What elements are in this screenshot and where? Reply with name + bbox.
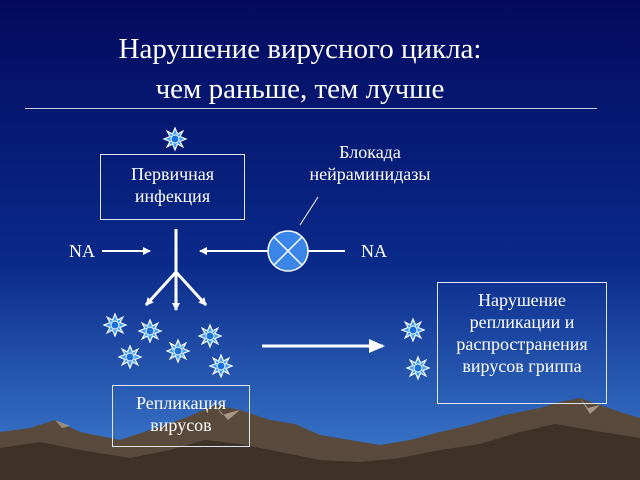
virus-icon: [103, 313, 127, 337]
replication-box: Репликация вирусов: [112, 385, 250, 447]
disruption-line-2: репликации и: [469, 312, 575, 332]
virus-icon: [209, 354, 233, 378]
virus-cluster: [103, 313, 233, 378]
title-line-1: Нарушение вирусного цикла:: [118, 33, 482, 65]
blockade-line-1: Блокада: [339, 142, 401, 162]
virus-icon: [163, 127, 187, 151]
virus-icon: [166, 339, 190, 363]
blockade-pointer: [299, 196, 319, 226]
title-line-2: чем раньше, тем лучше: [155, 73, 445, 105]
disruption-box: Нарушение репликации и распространения в…: [437, 282, 607, 404]
blockade-label: Блокада нейраминидазы: [290, 141, 450, 185]
title-divider: [25, 108, 597, 109]
virus-icon: [138, 319, 162, 343]
primary-infection-box: Первичная инфекция: [100, 154, 245, 220]
primary-infection-line-1: Первичная: [130, 164, 215, 184]
blockade-line-2: нейраминидазы: [309, 164, 431, 184]
replication-line-2: вирусов: [150, 415, 212, 435]
disruption-line-1: Нарушение: [478, 290, 566, 310]
replication-line-1: Репликация: [135, 393, 227, 413]
disruption-line-4: вирусов гриппа: [462, 356, 582, 376]
branch-arrows: [144, 229, 208, 311]
primary-infection-line-2: инфекция: [134, 186, 211, 206]
disruption-line-3: распространения: [456, 334, 588, 354]
na-right-label: NA: [361, 241, 387, 261]
virus-icon: [406, 356, 430, 380]
virus-icon: [118, 345, 142, 369]
blocked-circle-icon: [267, 230, 309, 272]
mountain-landscape: [0, 398, 640, 480]
virus-icon: [198, 324, 222, 348]
na-left-label: NA: [69, 241, 95, 261]
virus-icon: [401, 318, 425, 342]
